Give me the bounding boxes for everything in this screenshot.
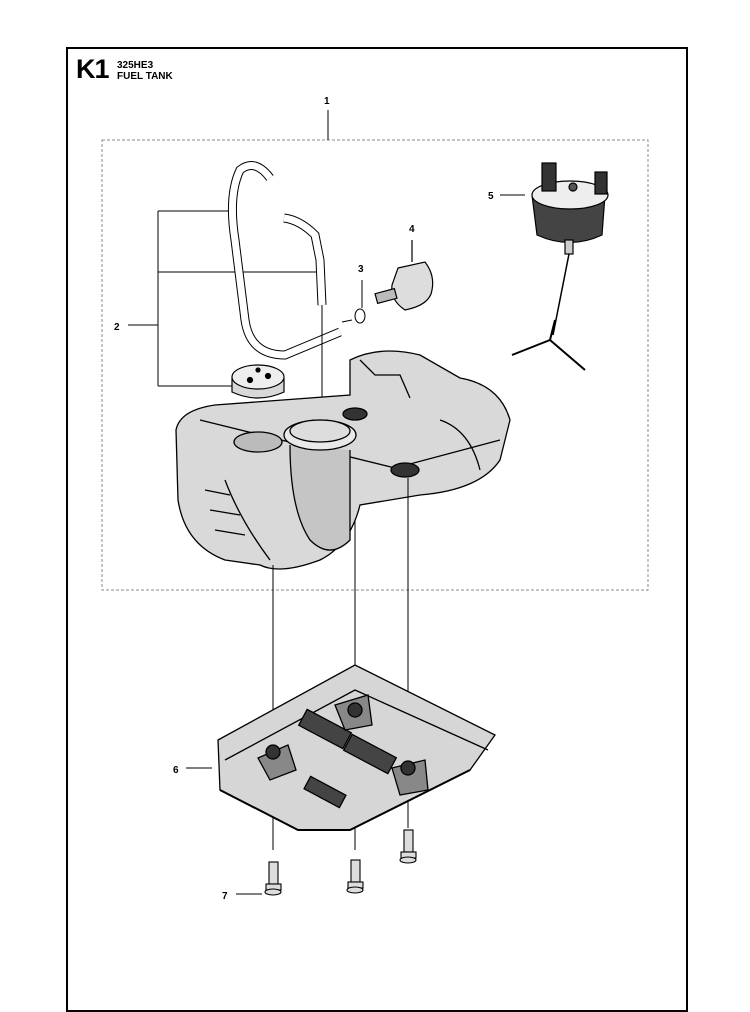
base-plate xyxy=(186,664,496,831)
fuel-cap-assembly xyxy=(500,162,609,371)
callout-3: 3 xyxy=(358,264,364,275)
page-title: FUEL TANK xyxy=(117,71,173,82)
callout-7: 7 xyxy=(222,891,228,902)
callout-2-leaders xyxy=(128,210,320,387)
callout-4: 4 xyxy=(409,224,415,235)
fuel-hose-parts xyxy=(227,161,342,430)
fuel-tank xyxy=(175,350,511,570)
hose-clip xyxy=(341,280,366,324)
callout-2: 2 xyxy=(114,322,120,333)
grommet xyxy=(231,364,285,399)
section-code: K1 xyxy=(76,54,110,84)
fuel-filter xyxy=(374,240,434,311)
callout-1: 1 xyxy=(324,96,330,107)
callout-5: 5 xyxy=(488,191,494,202)
screws xyxy=(236,829,417,896)
callout-6: 6 xyxy=(173,765,179,776)
assembly-boundary xyxy=(101,139,649,591)
model-label: 325HE3 xyxy=(117,60,154,71)
